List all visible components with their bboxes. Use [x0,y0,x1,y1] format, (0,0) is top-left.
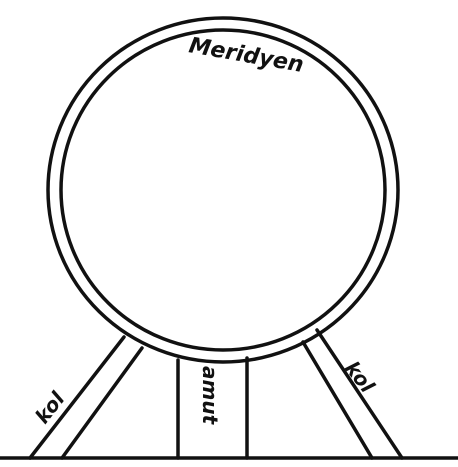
meridian-ring-inner [61,30,385,350]
right-leg-label: kol [340,356,380,398]
center-post-label: amut [198,366,222,426]
left-leg-label: kol [30,386,70,428]
meridian-ring-outer [48,18,398,362]
meridian-label: Meridyen [187,33,305,78]
